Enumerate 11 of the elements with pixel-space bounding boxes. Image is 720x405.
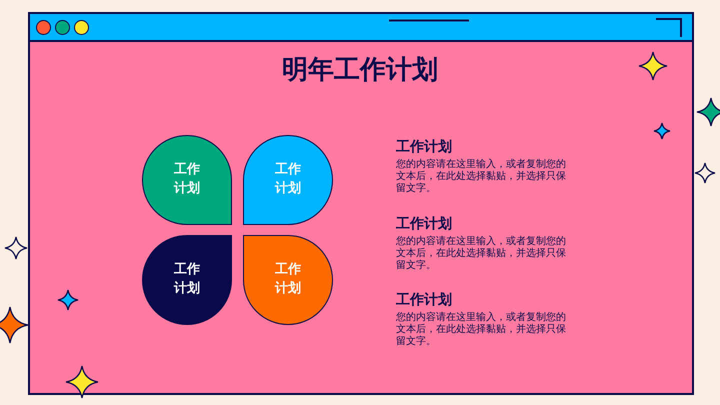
section-text: 您的内容请在这里输入，或者复制您的文本后，在此处选择黏贴，并选择只保留文字。 xyxy=(396,159,566,195)
section-heading: 工作计划 xyxy=(396,138,452,156)
petal-label: 工作计划 xyxy=(274,161,302,198)
petal-label: 工作计划 xyxy=(173,261,201,298)
petal-label: 工作计划 xyxy=(173,161,201,198)
page-title: 明年工作计划 xyxy=(282,54,438,87)
petal-label: 工作计划 xyxy=(274,261,302,298)
section-text: 您的内容请在这里输入，或者复制您的文本后，在此处选择黏贴，并选择只保留文字。 xyxy=(396,312,566,348)
section-heading: 工作计划 xyxy=(396,215,452,233)
section-heading: 工作计划 xyxy=(396,291,452,309)
section-text: 您的内容请在这里输入，或者复制您的文本后，在此处选择黏贴，并选择只保留文字。 xyxy=(396,236,566,272)
